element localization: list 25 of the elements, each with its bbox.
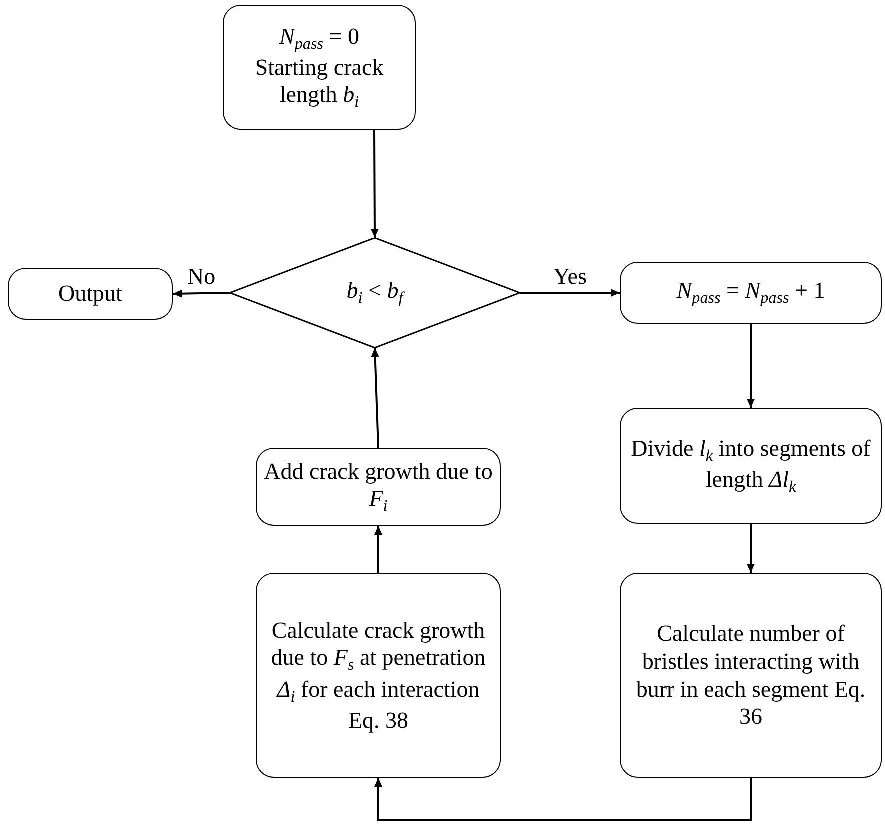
node-text: Output [58, 280, 122, 308]
arrow [371, 348, 380, 448]
arrow [520, 289, 620, 297]
node-text: Calculate crack growth due to F$_{s}$ at penetration Δ$_{i}$ for each interaction Eq. 38 [270, 616, 487, 734]
node-text: Add crack growth due to F$_{i}$ [263, 458, 494, 516]
process-box [256, 573, 501, 778]
arrow [370, 130, 379, 238]
output-box [8, 268, 173, 320]
node-text: N$_{pass}$ = N$_{pass}$ + 1 [676, 277, 826, 309]
process-box [620, 408, 882, 524]
process-box [620, 573, 882, 778]
node-text: N$_{pass}$ = 0 [280, 22, 360, 54]
arrow [747, 324, 755, 408]
decision-diamond [230, 238, 520, 348]
node-text: Starting crack length b$_{i}$ [254, 54, 385, 112]
arrow [747, 524, 755, 573]
process-box [620, 262, 882, 324]
node-text: Calculate number of bristles interacting with burr in each segment Eq. 36 [635, 620, 867, 731]
arrow [172, 290, 230, 298]
start-box [223, 5, 416, 130]
arrow [374, 778, 752, 821]
node-text: b$_{i}$ < b$_{f}$ [346, 277, 404, 309]
process-box [256, 448, 501, 526]
arrow [374, 526, 382, 573]
node-text: Divide l$_{k}$ into segments of length Δl$_{k}$ [630, 434, 872, 498]
